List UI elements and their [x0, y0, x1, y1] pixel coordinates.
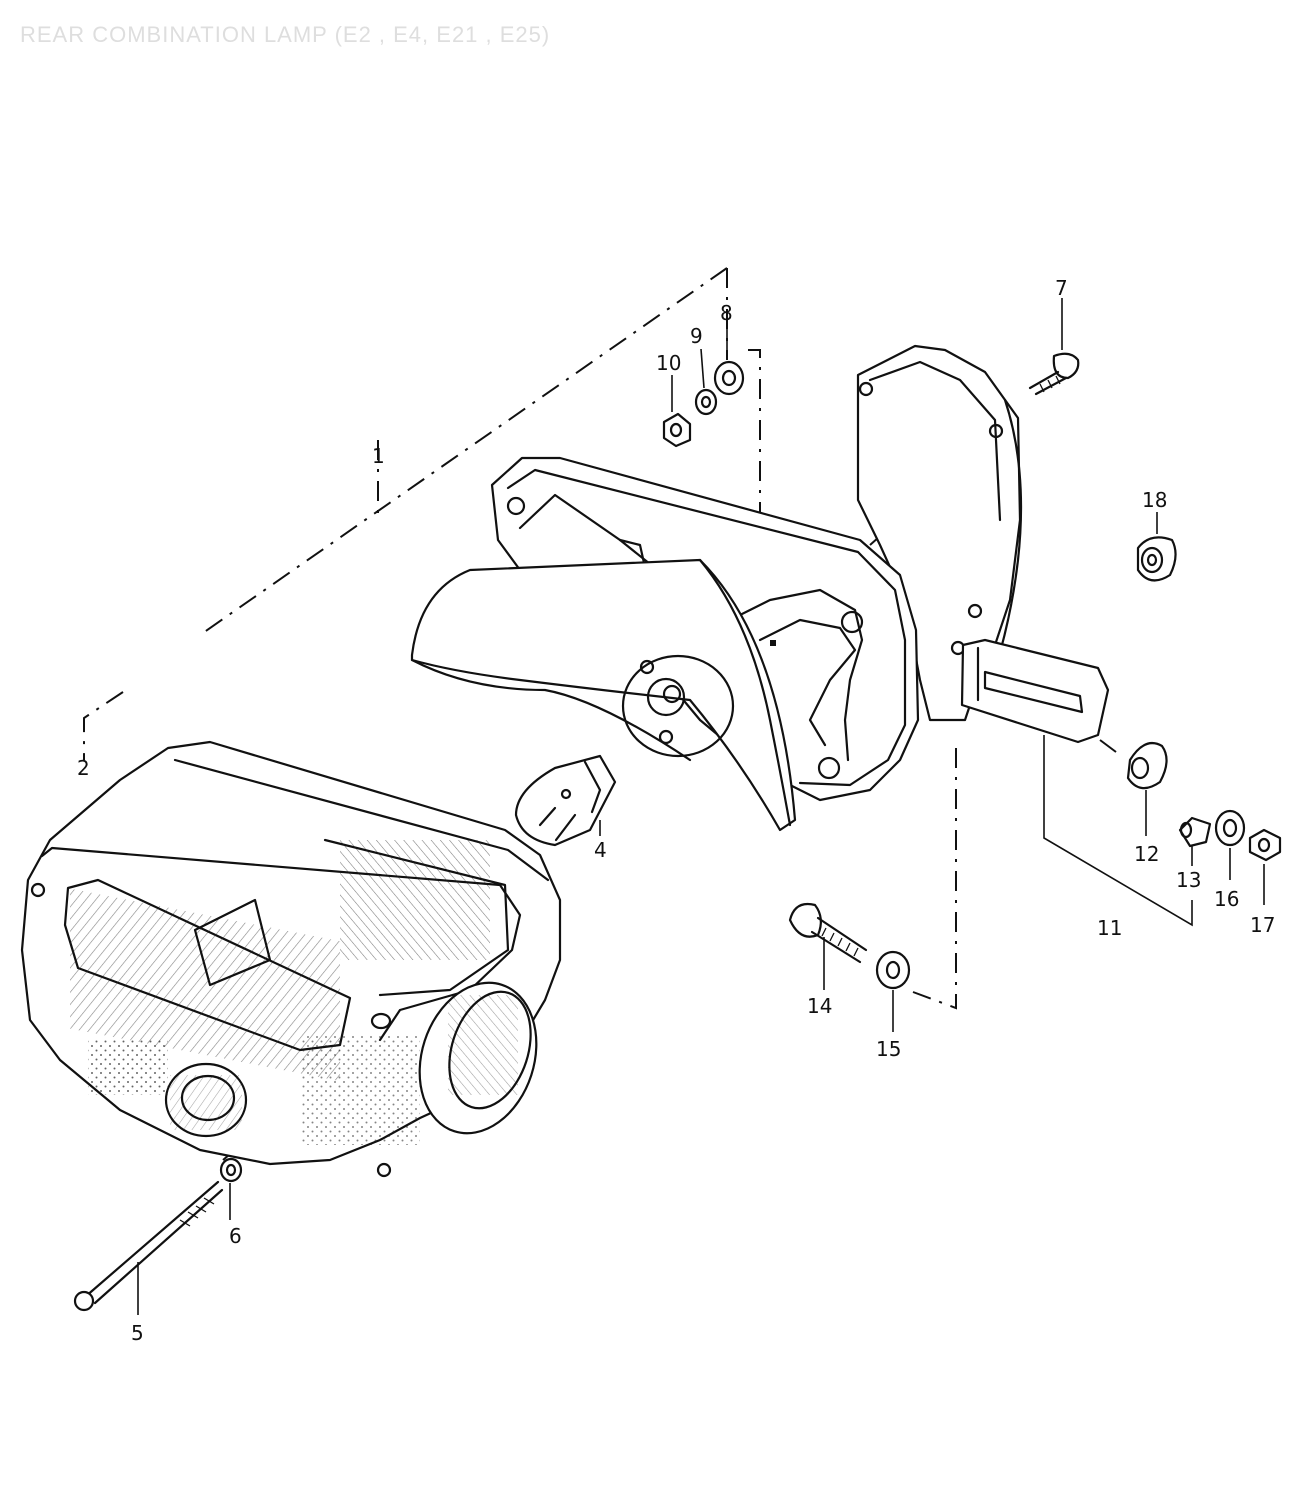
callout-14: 14 — [807, 994, 832, 1018]
lock-washer-9 — [694, 388, 718, 416]
callout-12: 12 — [1134, 842, 1159, 866]
callout-11: 11 — [1097, 916, 1122, 940]
callout-16: 16 — [1214, 887, 1239, 911]
diagram-title: REAR COMBINATION LAMP (E2 , E4, E21 , E2… — [20, 22, 551, 47]
callout-17: 17 — [1250, 913, 1275, 937]
nut-17 — [1248, 828, 1282, 862]
screw-5 — [73, 1180, 224, 1312]
callout-leaders — [137, 298, 1265, 1315]
washer-6 — [219, 1157, 243, 1183]
callout-7: 7 — [1055, 276, 1068, 300]
bolt-14 — [788, 902, 868, 964]
callout-4: 4 — [594, 838, 607, 862]
grommet-18 — [1136, 536, 1177, 582]
screw-7 — [1028, 352, 1080, 396]
reflector — [410, 558, 797, 832]
callout-10: 10 — [656, 351, 681, 375]
callout-9: 9 — [690, 324, 703, 348]
bracket-11 — [1043, 735, 1193, 927]
hardware — [73, 352, 1282, 1312]
washer-16 — [1214, 809, 1246, 847]
washer-15 — [875, 950, 911, 990]
callout-6: 6 — [229, 1224, 242, 1248]
callout-8: 8 — [720, 301, 733, 325]
callout-18: 18 — [1142, 488, 1167, 512]
callout-labels: 1 2 4 5 6 7 8 9 10 11 12 13 14 15 16 17 … — [77, 276, 1275, 1345]
callout-2: 2 — [77, 756, 90, 780]
callout-1: 1 — [372, 444, 385, 468]
bulb — [514, 754, 617, 847]
washer-8 — [713, 360, 745, 396]
callout-13: 13 — [1176, 868, 1201, 892]
lamp-lens — [20, 740, 562, 1178]
collar-13 — [1178, 816, 1212, 848]
nut-10 — [662, 412, 692, 448]
callout-5: 5 — [131, 1321, 144, 1345]
mounting-bracket — [856, 344, 1110, 744]
bushing-12 — [1126, 742, 1168, 790]
callout-15: 15 — [876, 1037, 901, 1061]
